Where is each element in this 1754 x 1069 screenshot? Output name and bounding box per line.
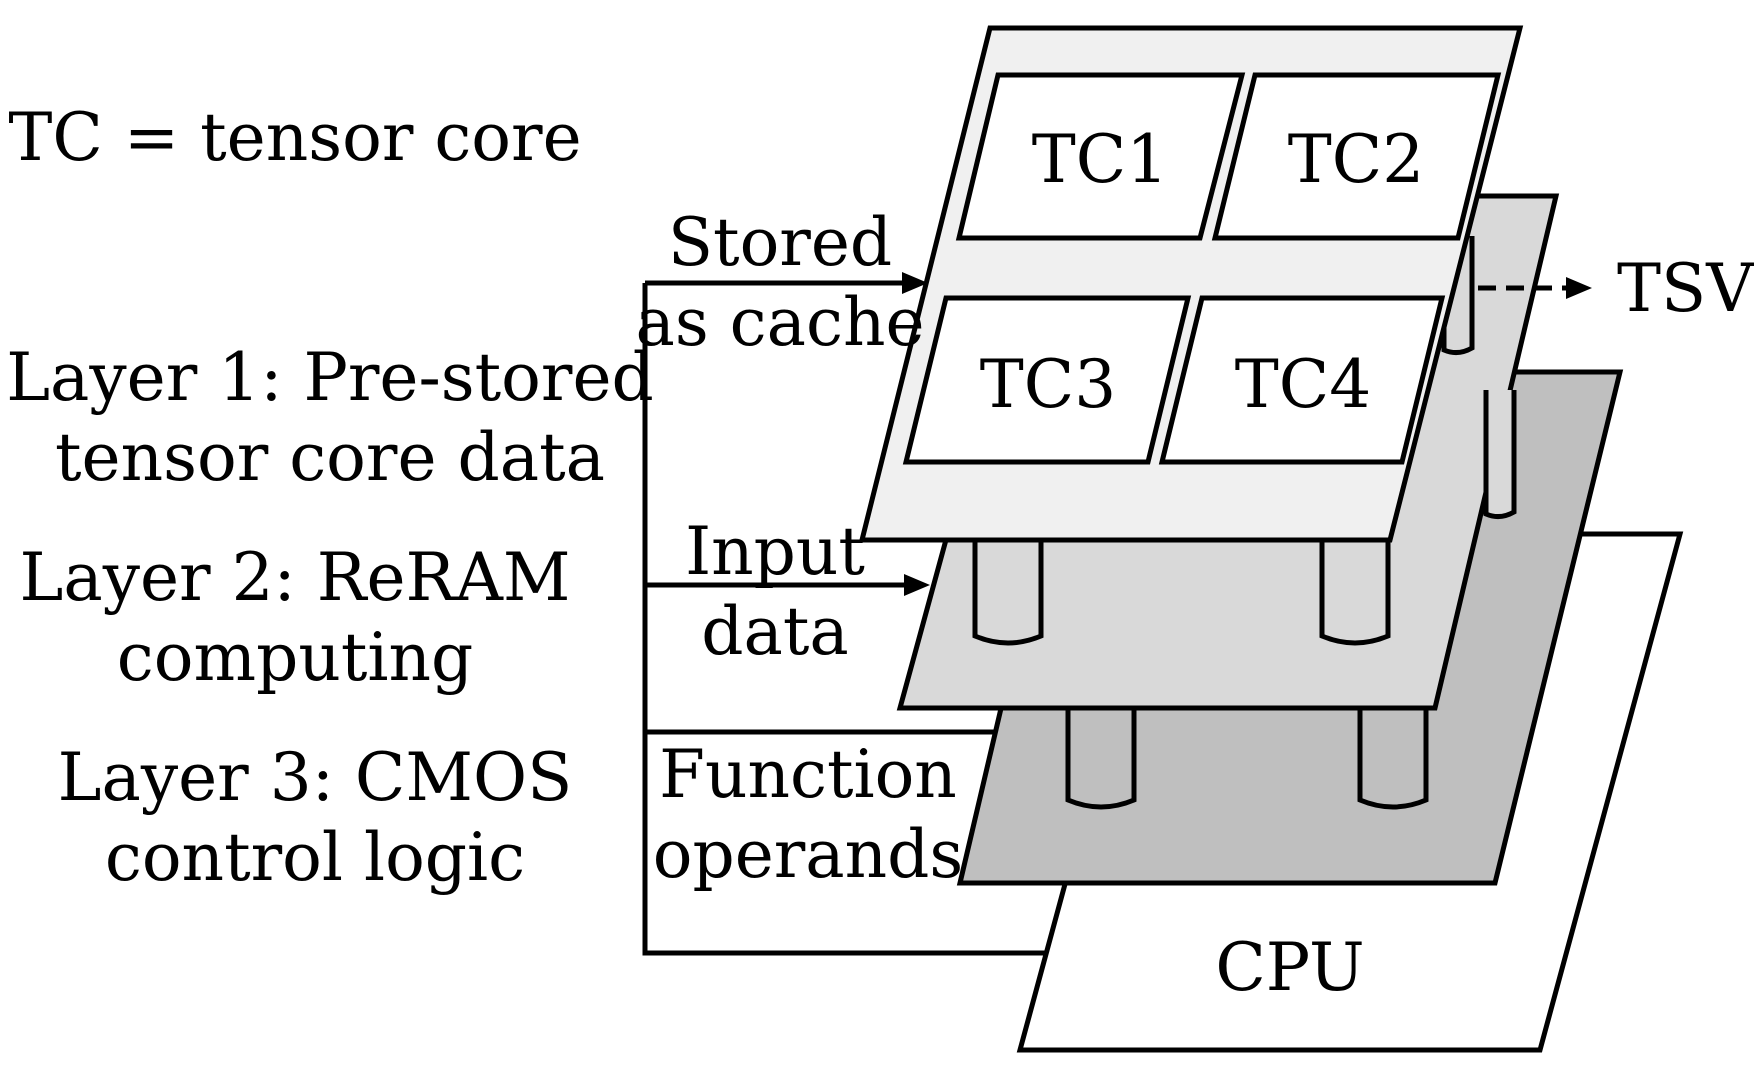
- stored-arrow-head: [902, 272, 928, 294]
- tensor-core-labels: TC1 TC2 TC3 TC4: [980, 121, 1425, 423]
- tc3-box: [902, 295, 1192, 465]
- input-arrow-head: [904, 574, 930, 596]
- tsv-pillar: [1319, 538, 1391, 646]
- tc1-label: TC1: [1032, 121, 1169, 198]
- layer1-title: Layer 1: Pre-stored: [6, 339, 654, 416]
- layer3-title: Layer 3: CMOS: [58, 739, 573, 816]
- input-label-line2: data: [701, 593, 848, 670]
- function-label-line2: operands: [653, 816, 964, 893]
- flow-labels: Stored as cache Input data Function oper…: [635, 204, 963, 893]
- cpu-label: CPU: [1215, 929, 1364, 1006]
- pillars-l2-l1: [972, 236, 1517, 646]
- flow-arrows: [645, 272, 930, 596]
- layer1-subtitle: tensor core data: [55, 419, 605, 496]
- tc2-label: TC2: [1288, 121, 1425, 198]
- bracket-vertical-line: [642, 283, 1045, 956]
- input-label-line1: Input: [685, 513, 865, 590]
- tensor-cores: [902, 72, 1502, 465]
- tsv-label: TSV: [1617, 250, 1754, 327]
- tsv-pillar: [1065, 708, 1137, 810]
- layer2-title: Layer 2: ReRAM: [20, 539, 571, 616]
- tc4-box: [1158, 295, 1446, 465]
- tc1-box: [955, 72, 1246, 241]
- layer2-subtitle: computing: [117, 619, 473, 696]
- tc2-box: [1211, 72, 1502, 241]
- definition-text: TC = tensor core: [8, 99, 581, 176]
- tc4-label: TC4: [1235, 346, 1372, 423]
- pillars-l3-l2: [1065, 708, 1429, 810]
- stored-label-line1: Stored: [668, 204, 892, 281]
- tsv-pillar: [972, 538, 1044, 646]
- tsv-pillar: [1483, 390, 1517, 520]
- legend: TC = tensor core Layer 1: Pre-stored ten…: [6, 99, 654, 896]
- tsv-pillar: [1357, 708, 1429, 810]
- layer3-subtitle: control logic: [105, 819, 525, 896]
- tsv-arrow-head: [1566, 277, 1592, 299]
- stored-label-line2: as cache: [635, 284, 924, 361]
- function-label-line1: Function: [659, 736, 957, 813]
- tsv-callout: TSV: [1478, 250, 1754, 327]
- tc3-label: TC3: [980, 346, 1117, 423]
- connector-lines: [642, 283, 1045, 956]
